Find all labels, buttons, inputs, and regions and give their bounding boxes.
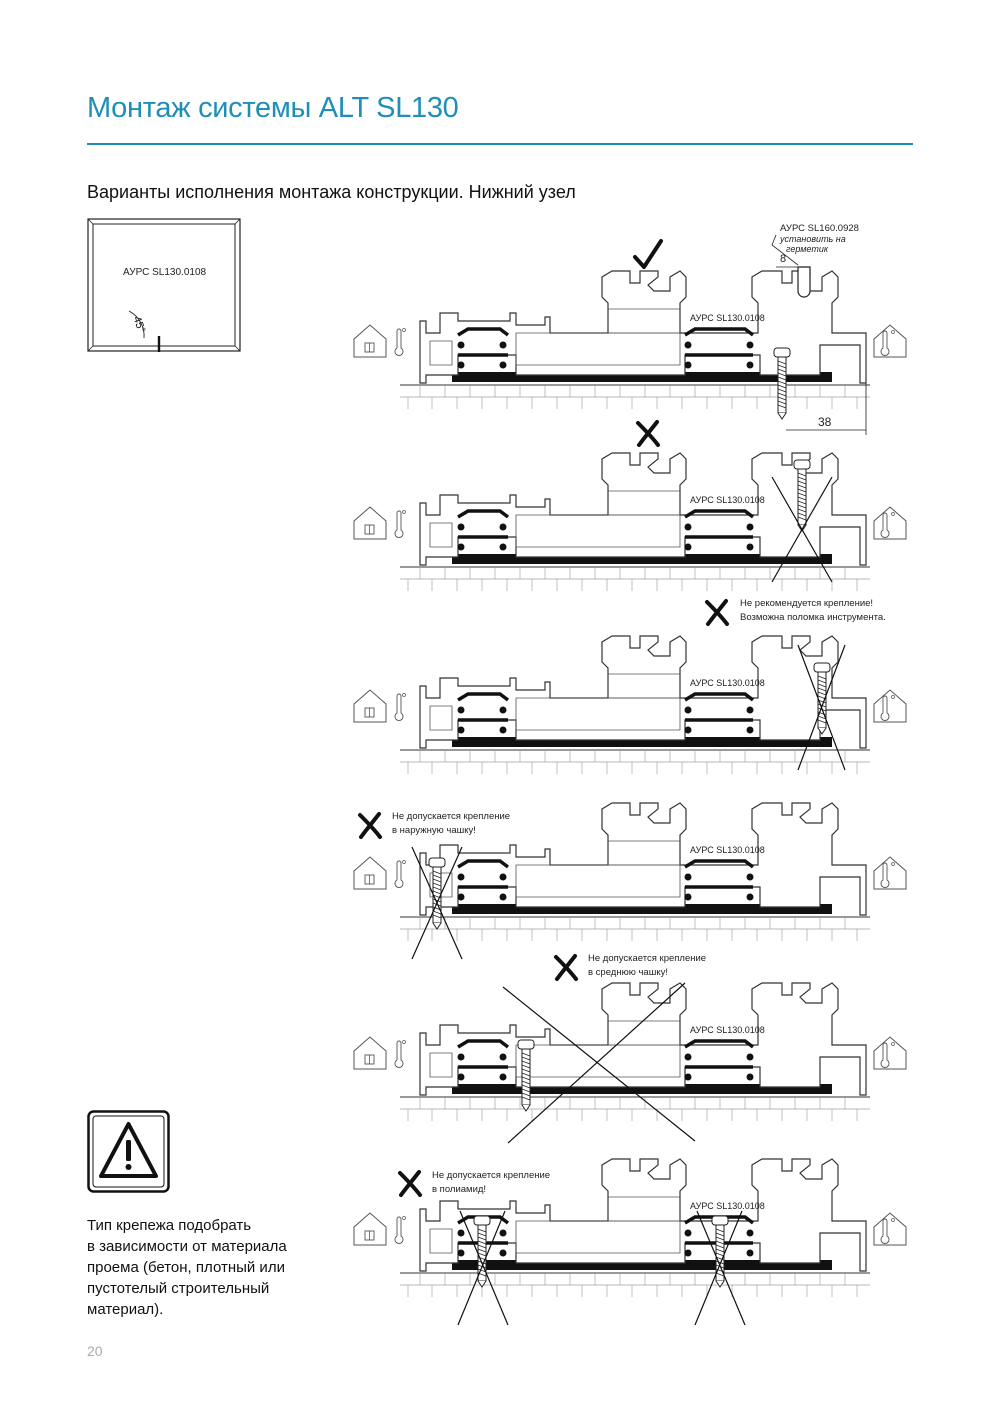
variant-5: Не допускается крепление в среднюю чашку… (353, 953, 907, 1144)
corner-label: АУРС SL130.0108 (123, 267, 207, 278)
svg-text:АУРС SL130.0108: АУРС SL130.0108 (690, 678, 765, 688)
svg-text:8: 8 (780, 253, 786, 265)
cross-icon (554, 954, 578, 981)
note-line: проема (бетон, плотный или (87, 1259, 285, 1276)
svg-text:АУРС SL130.0108: АУРС SL130.0108 (690, 845, 765, 855)
variant-6: Не допускается крепление в полиамид! АУР… (353, 1157, 907, 1326)
cross-icon (705, 599, 729, 626)
note-line: в зависимости от материала (87, 1238, 287, 1255)
svg-text:38: 38 (818, 415, 832, 429)
note-line: пустотелый строительный (87, 1280, 270, 1297)
note-line: Тип крепежа подобрать (87, 1217, 252, 1234)
svg-text:Не допускается крепление: Не допускается крепление (588, 953, 706, 964)
fastener-note: Тип крепежа подобрать в зависимости от м… (87, 1215, 317, 1320)
mounting-variants-drawing: АУРС SL130.0108 АУРС SL160.0928 установи… (353, 223, 907, 1326)
svg-text:в наружную чашку!: в наружную чашку! (392, 825, 476, 836)
svg-text:в среднюю чашку!: в среднюю чашку! (588, 967, 668, 978)
note-line: материал). (87, 1301, 164, 1318)
svg-text:Не рекомендуется крепление!: Не рекомендуется крепление! (740, 598, 873, 609)
title-rule (87, 143, 913, 145)
svg-text:Возможна поломка инструмента.: Возможна поломка инструмента. (740, 612, 886, 623)
variant-4: Не допускается крепление в наружную чашк… (353, 801, 907, 960)
svg-text:АУРС SL130.0108: АУРС SL130.0108 (690, 1025, 765, 1035)
section-subtitle: Варианты исполнения монтажа конструкции.… (87, 182, 576, 202)
check-icon (633, 239, 663, 269)
svg-text:АУРС SL160.0928: АУРС SL160.0928 (780, 223, 859, 234)
warning-triangle-icon (87, 1110, 170, 1193)
svg-text:АУРС SL130.0108: АУРС SL130.0108 (690, 495, 765, 505)
corner-angle: 45° (130, 315, 147, 335)
page-number: 20 (87, 1343, 103, 1359)
cross-icon (398, 1170, 422, 1197)
page-title: Монтаж системы ALT SL130 (87, 92, 459, 124)
svg-text:АУРС SL130.0108: АУРС SL130.0108 (690, 1201, 765, 1211)
variant-3: Не рекомендуется крепление! Возможна пол… (353, 598, 907, 776)
variant-2: АУРС SL130.0108 (353, 420, 907, 593)
svg-text:Не допускается крепление: Не допускается крепление (432, 1170, 550, 1181)
cross-icon (636, 420, 660, 447)
cross-icon (358, 812, 382, 839)
svg-text:в полиамид!: в полиамид! (432, 1184, 486, 1195)
corner-detail-diagram: АУРС SL130.0108 45° (87, 218, 241, 352)
svg-text:герметик: герметик (786, 244, 829, 254)
svg-text:АУРС SL130.0108: АУРС SL130.0108 (690, 313, 765, 323)
svg-text:установить на: установить на (779, 234, 846, 244)
svg-text:Не допускается крепление: Не допускается крепление (392, 811, 510, 822)
variant-1: АУРС SL130.0108 АУРС SL160.0928 установи… (353, 223, 907, 435)
